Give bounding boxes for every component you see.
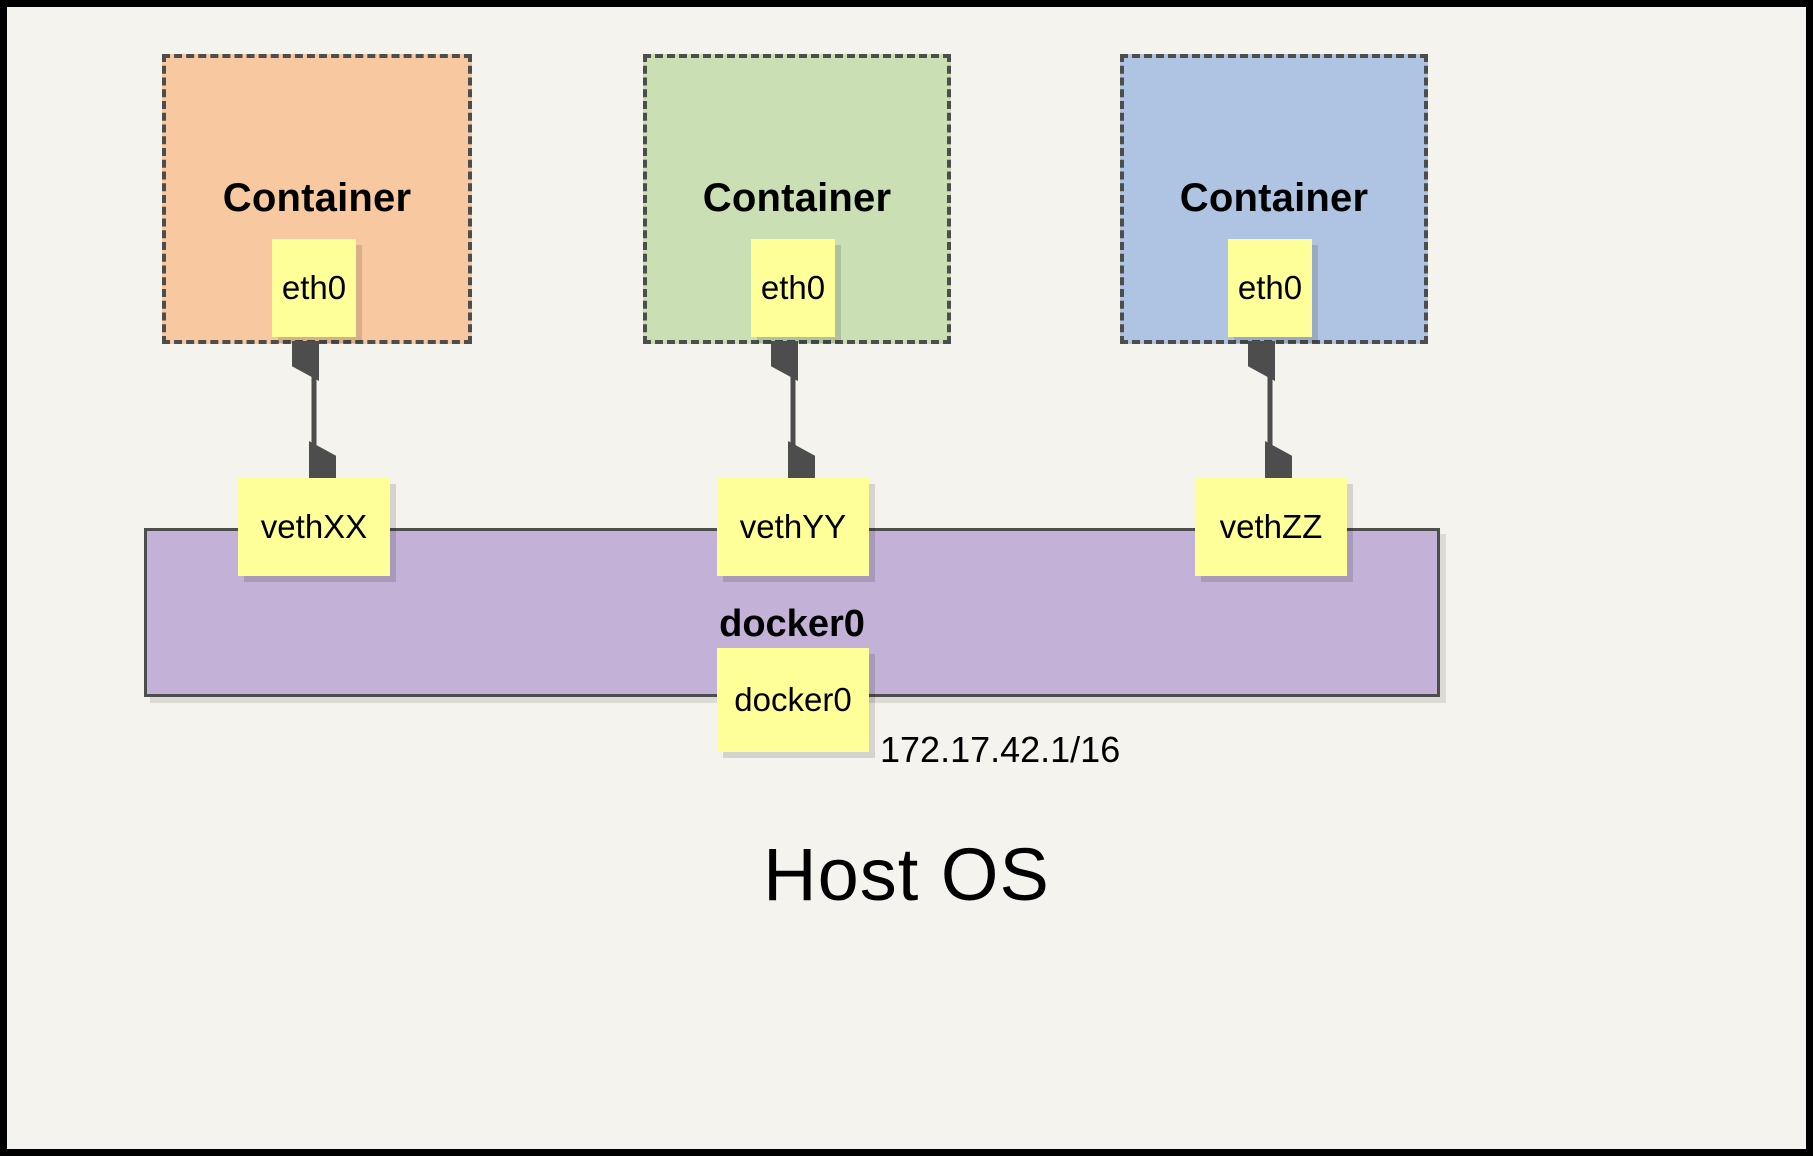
docker0-interface-chip: docker0 (717, 648, 869, 752)
veth-chip-1: vethXX (238, 478, 390, 576)
container-eth0-label-2: eth0 (760, 269, 826, 306)
veth-label-3: vethZZ (1219, 508, 1323, 545)
link-arrow-2 (771, 341, 815, 481)
veth-chip-2: vethYY (717, 478, 869, 576)
container-eth0-label-3: eth0 (1237, 269, 1303, 306)
host-os-label: Host OS (763, 833, 1050, 916)
link-arrow-1 (292, 341, 336, 481)
veth-label-2: vethYY (739, 508, 847, 545)
container-eth0-chip-3: eth0 (1228, 239, 1312, 337)
container-title-1: Container (222, 176, 412, 220)
link-arrow-3 (1248, 341, 1292, 481)
container-eth0-chip-2: eth0 (751, 239, 835, 337)
veth-label-1: vethXX (260, 508, 368, 545)
container-eth0-label-1: eth0 (281, 269, 347, 306)
docker0-ip-label: 172.17.42.1/16 (880, 729, 1121, 770)
container-title-3: Container (1179, 176, 1369, 220)
container-title-2: Container (702, 176, 892, 220)
container-eth0-chip-1: eth0 (272, 239, 356, 337)
docker0-interface-label: docker0 (734, 681, 852, 718)
docker0-bridge-label: docker0 (719, 603, 865, 645)
diagram-stage: Container eth0 Container eth0 Container … (7, 7, 1806, 1149)
veth-chip-3: vethZZ (1195, 478, 1347, 576)
